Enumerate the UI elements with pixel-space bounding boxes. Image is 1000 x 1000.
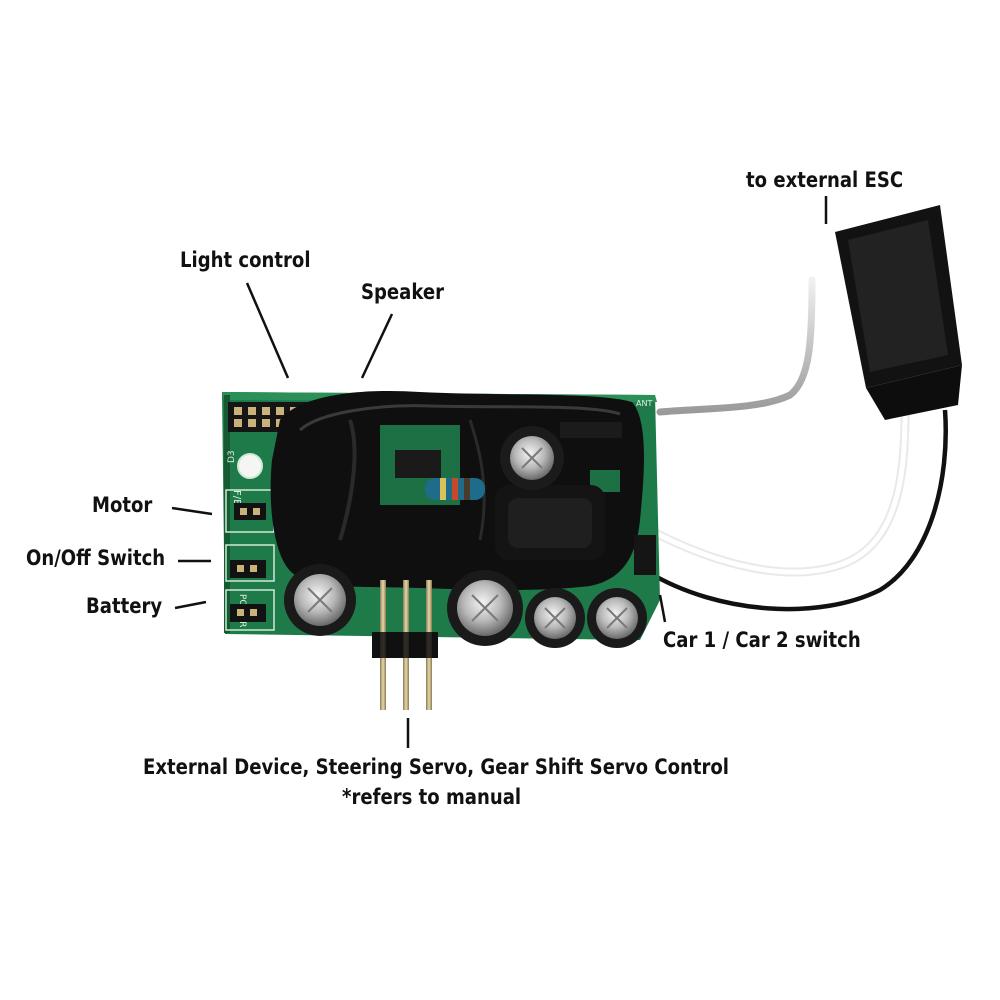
on-off-switch-connector	[230, 560, 266, 578]
capacitor-right-1	[525, 588, 585, 648]
servo-header	[372, 580, 438, 710]
leader-motor	[171, 506, 213, 516]
label-external-esc: to external ESC	[746, 168, 904, 192]
label-speaker: Speaker	[361, 280, 445, 304]
car-switch	[634, 535, 656, 575]
leader-lines	[171, 196, 828, 748]
leader-speaker	[360, 313, 394, 379]
inductor	[425, 478, 485, 500]
motor-connector	[234, 503, 266, 520]
antenna-wire	[656, 276, 816, 416]
battery-connector	[230, 604, 266, 622]
label-manual-note: *refers to manual	[342, 785, 522, 809]
esc-black-wire	[646, 409, 948, 612]
power-inductor	[495, 485, 605, 560]
label-on-off-switch: On/Off Switch	[26, 546, 166, 570]
silkscreen-fb: F/B	[231, 490, 242, 506]
capacitor-left	[284, 564, 356, 636]
leader-light-control	[245, 282, 290, 379]
label-motor: Motor	[92, 493, 153, 517]
label-servo-control: External Device, Steering Servo, Gear Sh…	[143, 755, 729, 779]
pcb-board: D3 F/B POWER ANT	[222, 390, 660, 648]
label-light-control: Light control	[180, 248, 311, 272]
esc-white-wire	[625, 409, 910, 577]
leader-car-switch	[658, 594, 667, 623]
silkscreen-d3: D3	[227, 450, 237, 463]
capacitor-top	[500, 426, 564, 490]
silkscreen-ant: ANT	[636, 399, 652, 408]
label-battery: Battery	[86, 594, 163, 618]
label-car-switch: Car 1 / Car 2 switch	[663, 628, 861, 652]
capacitor-middle	[447, 570, 523, 646]
esc-connector-plug	[835, 205, 962, 420]
capacitor-right-2	[587, 588, 647, 648]
leader-battery	[174, 600, 207, 610]
